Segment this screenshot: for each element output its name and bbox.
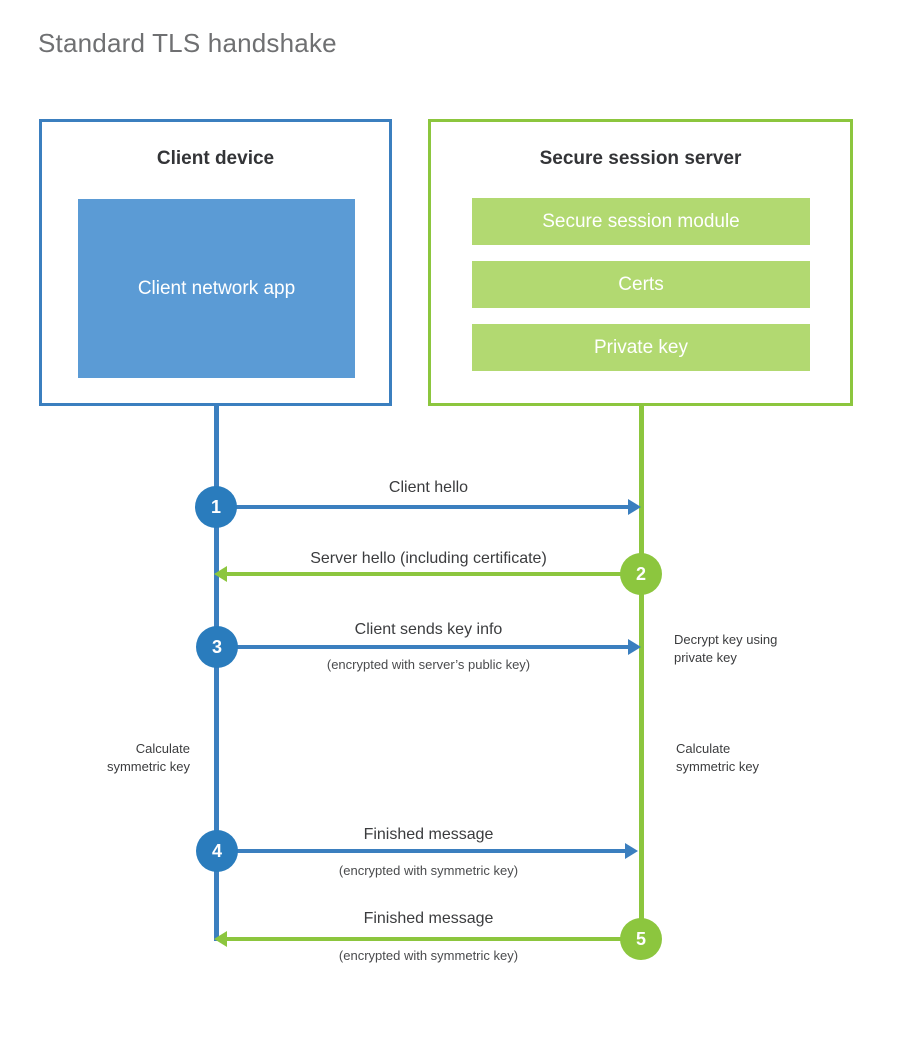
step-4-arrow-line [216,849,625,853]
step-4-label: Finished message [363,826,494,843]
note-server-calculate-symmetric-key: Calculate symmetric key [676,741,760,774]
secure-session-server-title: Secure session server [539,148,742,169]
server-component-list: Secure session module Certs Private key [472,198,810,371]
note-decrypt-key: Decrypt key using private key [674,632,778,665]
secure-session-server-box: Secure session server Secure session mod… [428,119,853,406]
step-5-arrow-line [227,937,641,941]
step-4-arrow-head-icon [625,843,638,859]
client-device-box: Client device Client network app [39,119,392,406]
server-lifeline [639,404,644,941]
step-4-circle: 4 [196,830,238,872]
client-network-app-block: Client network app [78,199,355,378]
step-3-arrow-line [216,645,628,649]
step-3-sublabel: (encrypted with server’s public key) [326,657,531,672]
step-2-arrow-head-icon [214,566,227,582]
step-5-arrow-head-icon [214,931,227,947]
step-3-label: Client sends key info [354,621,503,638]
step-5-circle: 5 [620,918,662,960]
step-1-arrow-line [216,505,628,509]
step-2-label: Server hello (including certificate) [310,550,547,567]
client-lifeline [214,404,219,941]
step-5-label: Finished message [363,910,494,927]
server-component-secure-session-module: Secure session module [472,198,810,245]
client-device-title: Client device [156,148,275,169]
step-5-sublabel: (encrypted with symmetric key) [338,948,519,963]
step-3-arrow-head-icon [628,639,641,655]
step-3-circle: 3 [196,626,238,668]
server-component-private-key: Private key [472,324,810,371]
step-1-label: Client hello [388,479,469,496]
step-1-arrow-head-icon [628,499,641,515]
step-2-circle: 2 [620,553,662,595]
page-title: Standard TLS handshake [38,28,337,58]
note-client-calculate-symmetric-key: Calculate symmetric key [106,741,190,774]
step-1-circle: 1 [195,486,237,528]
server-component-certs: Certs [472,261,810,308]
step-2-arrow-line [227,572,641,576]
step-4-sublabel: (encrypted with symmetric key) [338,863,519,878]
